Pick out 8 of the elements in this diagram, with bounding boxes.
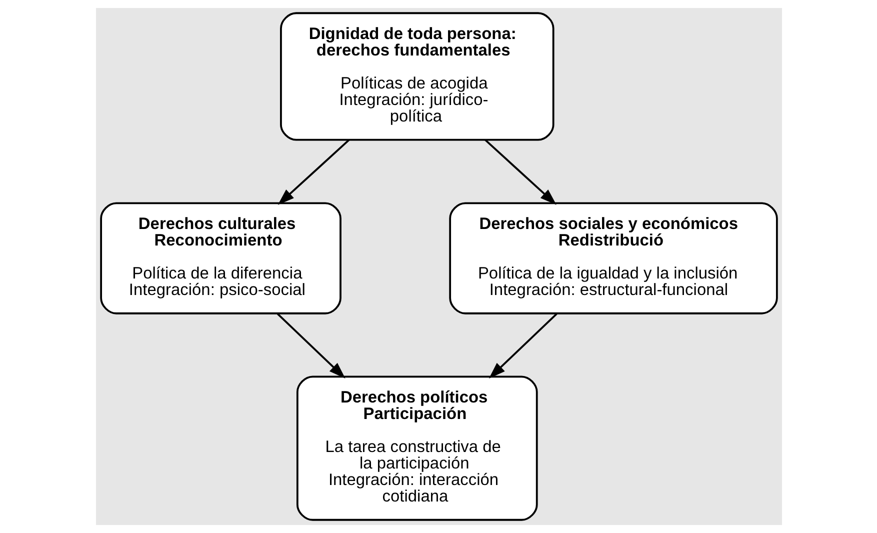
arrow bbox=[277, 139, 350, 205]
arrow bbox=[488, 313, 557, 378]
node-box: Derechos sociales y económicos Redistribució Política de la igualdad y la inclusión Integración: estructural-funcional bbox=[448, 202, 778, 314]
node-box: Derechos políticos Participación La tarea constructiva de la participación Integración: interacción cotidiana bbox=[296, 376, 538, 521]
arrow bbox=[276, 313, 345, 378]
node-box: Dignidad de toda persona: derechos fundamentales Políticas de acogida Integración: jurídico-política bbox=[280, 12, 554, 141]
node-box: Derechos culturales Reconocimiento Política de la diferencia Integración: psico-social bbox=[100, 202, 341, 314]
arrow bbox=[484, 139, 556, 205]
